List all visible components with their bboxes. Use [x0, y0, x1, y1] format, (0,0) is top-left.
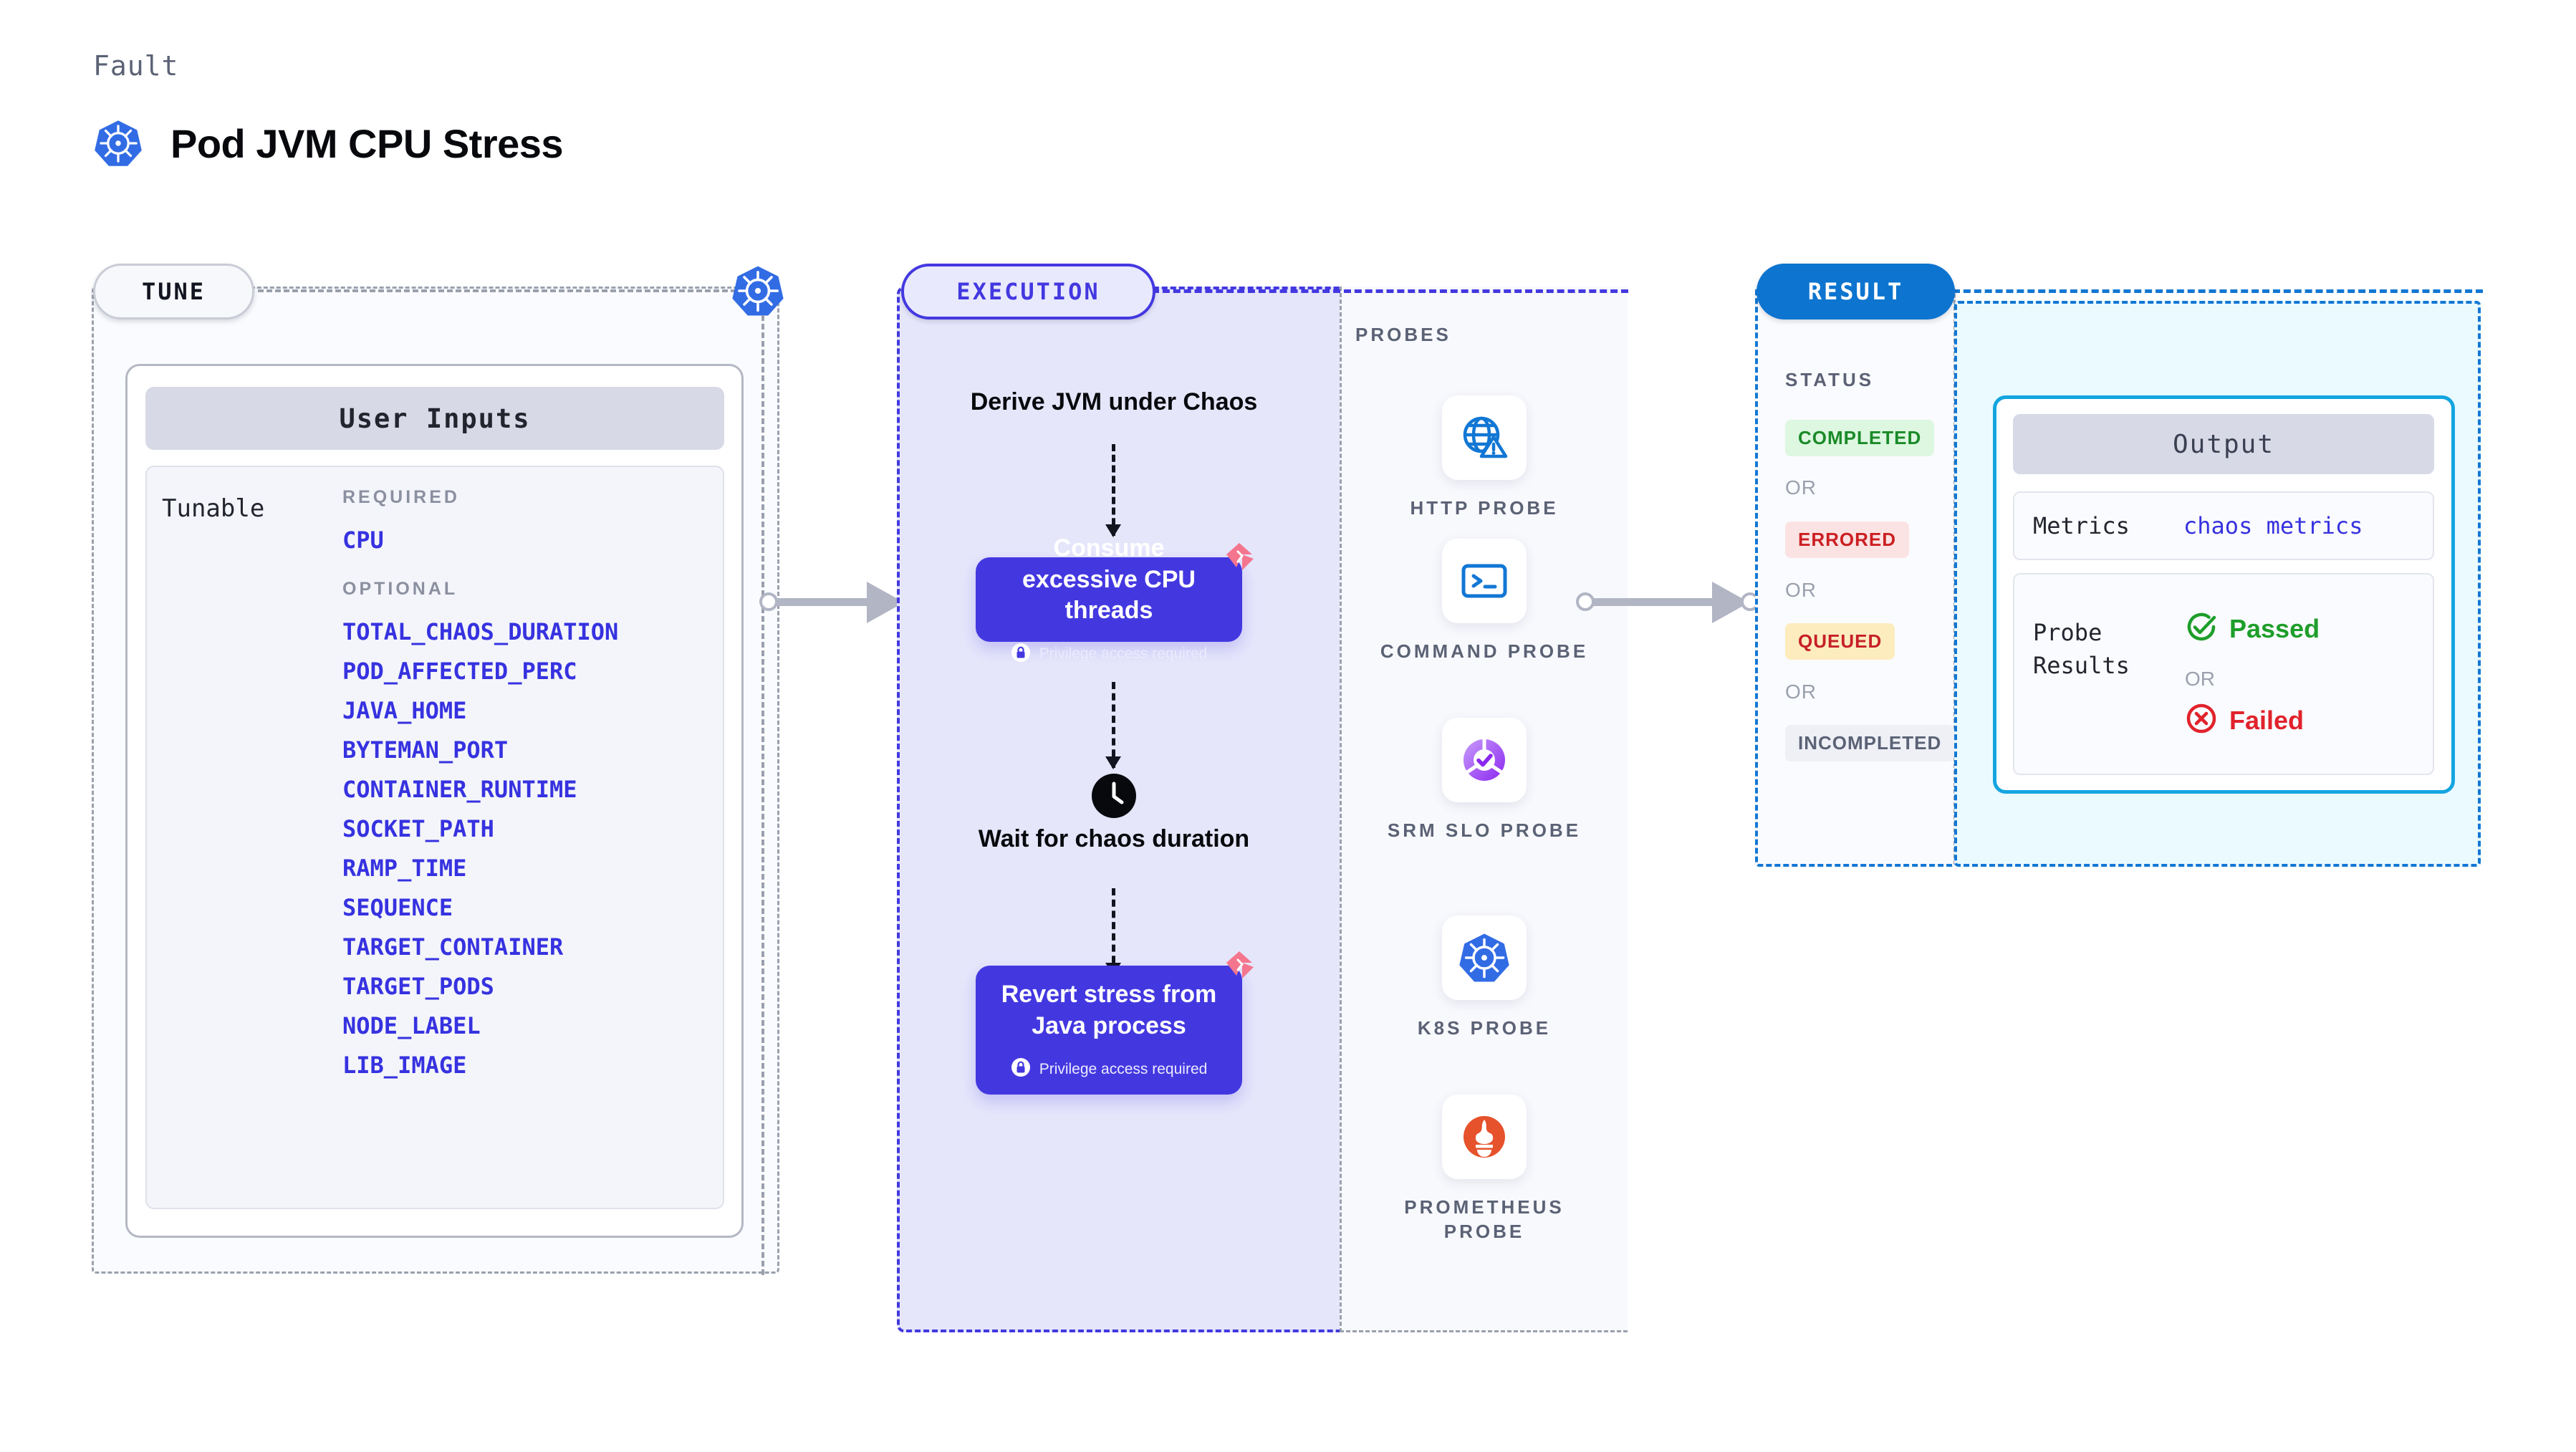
tunable-group-required: REQUIRED CPU — [342, 487, 715, 560]
or-separator: OR — [1785, 579, 1817, 601]
tunable-label: Tunable — [162, 494, 265, 523]
check-circle-icon — [2185, 610, 2218, 647]
group-heading-required: REQUIRED — [342, 487, 460, 507]
probe-srm-slo[interactable]: SRM SLO PROBE — [1377, 718, 1592, 842]
probe-result-failed-label: Failed — [2229, 705, 2305, 735]
probe-label: HTTP PROBE — [1410, 497, 1559, 519]
privilege-note: Privilege access required — [1011, 1057, 1208, 1081]
status-badge-completed: COMPLETED — [1785, 420, 1935, 456]
tune-header-connector-line — [258, 289, 745, 292]
privilege-text: Privilege access required — [1039, 1060, 1208, 1077]
probe-command[interactable]: COMMAND PROBE — [1377, 539, 1592, 663]
privilege-text: Privilege access required — [1039, 645, 1208, 663]
tunable-group-optional: OPTIONAL TOTAL_CHAOS_DURATION POD_AFFECT… — [342, 579, 715, 1085]
flow-arrow-3 — [1105, 888, 1121, 976]
probe-results-label: Probe Results — [2033, 619, 2130, 680]
connector-tune-to-execution — [759, 580, 914, 623]
tunable-item[interactable]: NODE_LABEL — [342, 1012, 481, 1040]
tunable-item[interactable]: SEQUENCE — [342, 894, 453, 922]
metrics-row: Metrics chaos metrics — [2013, 491, 2434, 560]
privilege-note: Privilege access required — [1011, 643, 1208, 666]
tunable-item[interactable]: TARGET_CONTAINER — [342, 933, 564, 961]
status-badge-queued: QUEUED — [1785, 623, 1895, 660]
probe-label: PROMETHEUS PROBE — [1404, 1196, 1565, 1243]
globe-warning-icon — [1442, 395, 1527, 480]
tunable-groups: REQUIRED CPU OPTIONAL TOTAL_CHAOS_DURATI… — [342, 487, 715, 1085]
flow-step-derive-jvm: Derive JVM under Chaos — [970, 388, 1258, 415]
fault-kicker-label: Fault — [93, 50, 179, 82]
srm-slo-icon — [1442, 718, 1527, 802]
tunable-item[interactable]: RAMP_TIME — [342, 855, 467, 883]
tunable-item[interactable]: POD_AFFECTED_PERC — [342, 658, 577, 686]
litmus-chaos-icon — [1221, 947, 1258, 988]
kubernetes-icon — [1442, 915, 1527, 1000]
metrics-value[interactable]: chaos metrics — [2183, 512, 2363, 539]
probe-label: COMMAND PROBE — [1380, 640, 1589, 662]
result-header-connector-line — [1953, 289, 2483, 293]
tunable-item[interactable]: JAVA_HOME — [342, 697, 467, 725]
or-separator: OR — [1785, 681, 1817, 703]
page-title: Pod JVM CPU Stress — [170, 120, 564, 166]
output-header: Output — [2013, 414, 2434, 474]
tunable-item[interactable]: SOCKET_PATH — [342, 815, 494, 843]
litmus-chaos-icon — [1221, 539, 1258, 580]
probe-result-passed: Passed — [2185, 610, 2320, 647]
or-separator: OR — [1785, 476, 1817, 499]
probe-http[interactable]: HTTP PROBE — [1377, 395, 1592, 520]
execution-card-title: Revert stress from Java process — [1001, 980, 1217, 1039]
prometheus-icon — [1442, 1095, 1527, 1179]
lock-icon — [1011, 643, 1031, 666]
tunable-item[interactable]: BYTEMAN_PORT — [342, 736, 509, 764]
terminal-icon — [1442, 539, 1527, 623]
status-badge-errored: ERRORED — [1785, 521, 1910, 558]
probe-label: SRM SLO PROBE — [1387, 819, 1582, 841]
clock-icon — [1092, 774, 1136, 822]
group-heading-optional: OPTIONAL — [342, 579, 458, 600]
probes-heading: PROBES — [1355, 324, 1451, 345]
probe-result-failed: Failed — [2185, 702, 2304, 739]
status-badge-incompleted: INCOMPLETED — [1785, 725, 1955, 761]
page-header: Pod JVM CPU Stress — [93, 118, 564, 168]
execution-header-connector-line — [1152, 289, 1628, 293]
tunable-item[interactable]: TARGET_PODS — [342, 973, 494, 1001]
tune-panel-right-divider — [761, 315, 764, 1275]
user-inputs-header: User Inputs — [145, 387, 724, 450]
tunable-item[interactable]: CONTAINER_RUNTIME — [342, 776, 577, 804]
tab-result[interactable]: RESULT — [1756, 264, 1955, 319]
kubernetes-icon — [731, 264, 785, 318]
metrics-label: Metrics — [2033, 512, 2130, 539]
lock-icon — [1011, 1057, 1031, 1081]
connector-execution-to-result — [1576, 580, 1764, 623]
tab-execution[interactable]: EXECUTION — [901, 264, 1155, 319]
probe-label: K8S PROBE — [1417, 1017, 1552, 1039]
probe-result-passed-label: Passed — [2229, 613, 2320, 643]
status-heading: STATUS — [1785, 369, 1875, 390]
execution-card-title: Consume excessive CPU threads — [1022, 534, 1196, 625]
tunable-item[interactable]: TOTAL_CHAOS_DURATION — [342, 618, 619, 646]
flow-arrow-1 — [1105, 444, 1121, 537]
flow-step-wait-for-chaos: Wait for chaos duration — [978, 825, 1250, 852]
execution-card-revert-stress[interactable]: Revert stress from Java process Privileg… — [976, 951, 1254, 1095]
flow-arrow-2 — [1105, 682, 1121, 769]
probe-prometheus[interactable]: PROMETHEUS PROBE — [1377, 1095, 1592, 1244]
probe-k8s[interactable]: K8S PROBE — [1377, 915, 1592, 1040]
kubernetes-icon — [93, 118, 143, 168]
tunable-body — [145, 466, 724, 1209]
probe-results-row: Probe Results Passed OR Failed — [2013, 573, 2434, 775]
or-separator: OR — [2185, 668, 2215, 690]
execution-card-consume-cpu[interactable]: Consume excessive CPU threads Privilege … — [976, 534, 1254, 662]
tunable-item[interactable]: CPU — [342, 527, 384, 554]
tab-tune[interactable]: TUNE — [93, 264, 254, 319]
tunable-item[interactable]: LIB_IMAGE — [342, 1052, 467, 1080]
x-circle-icon — [2185, 702, 2218, 739]
